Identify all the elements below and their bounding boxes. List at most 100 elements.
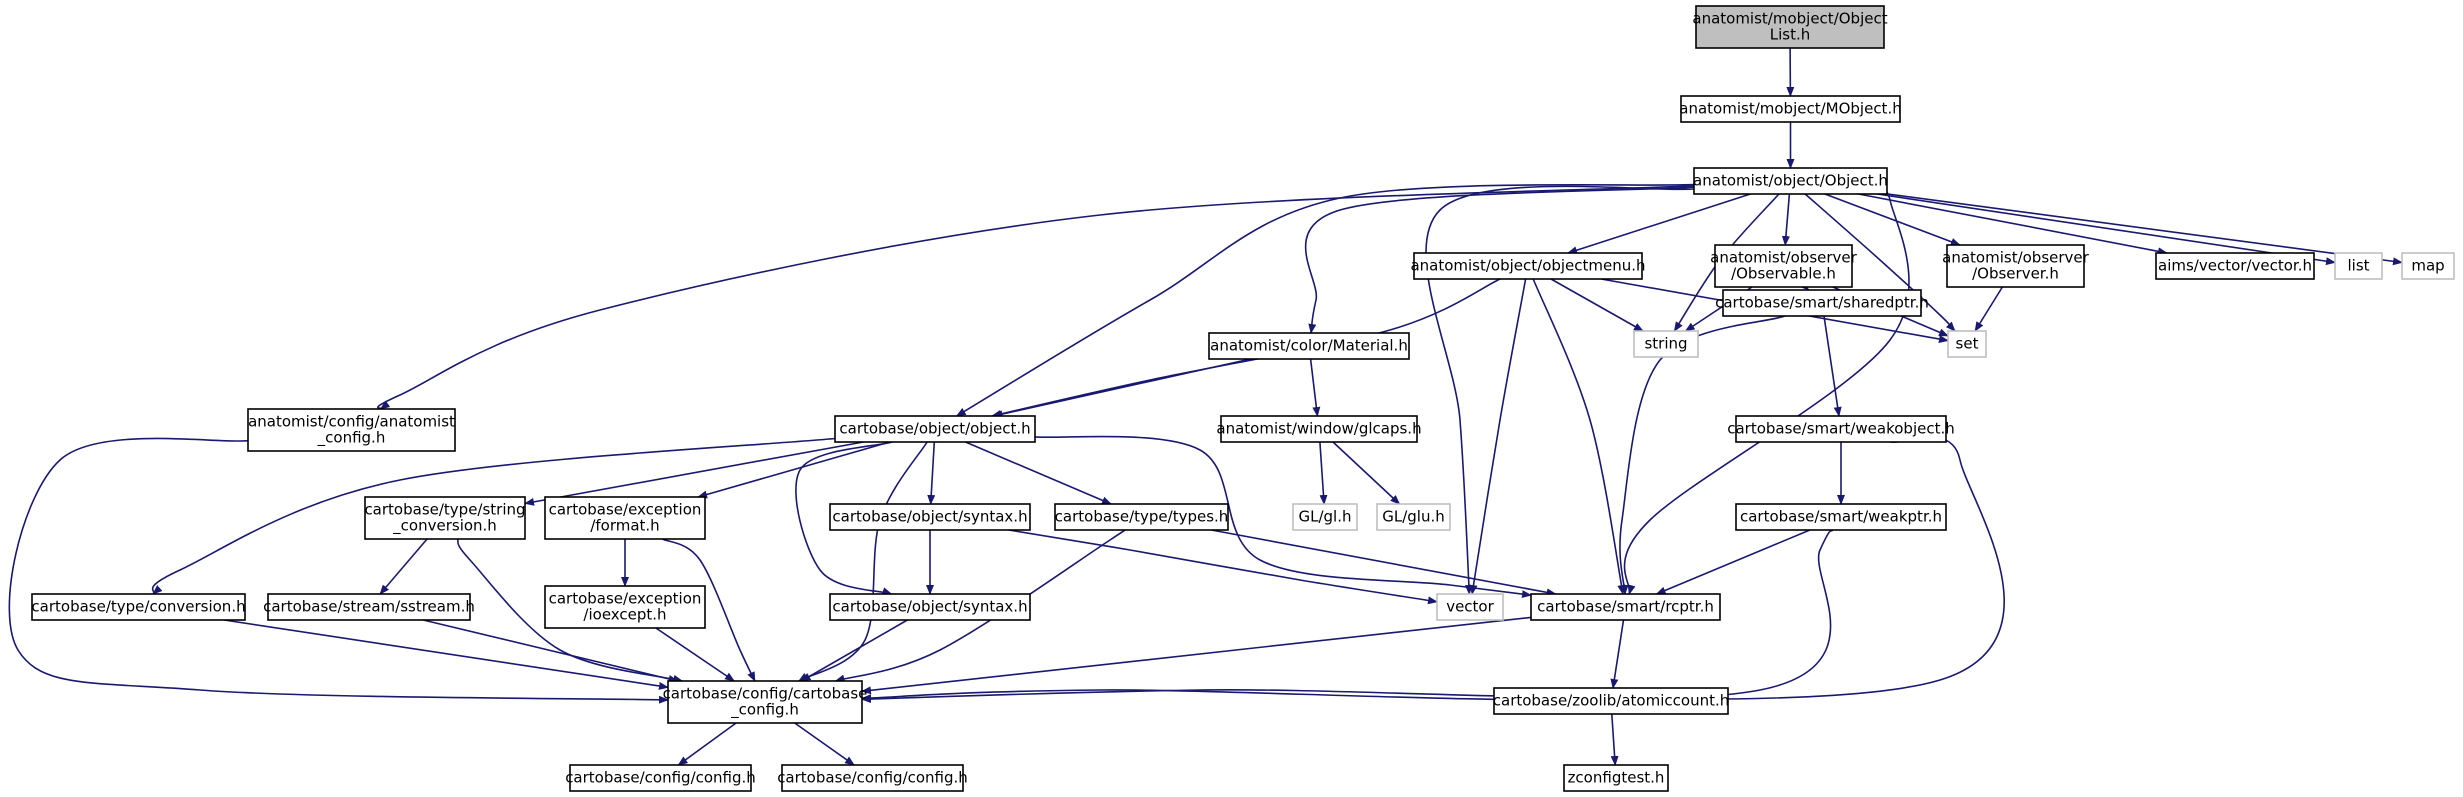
node-label: /Observable.h [1731,265,1836,283]
edge-stringconv-to-sstream [379,538,428,595]
node-box [544,496,706,540]
edge-atomic-to-zconfig [1610,713,1619,766]
node-box [1735,415,1947,443]
node-ioexcept[interactable]: cartobase/exception/ioexcept.h [544,585,706,629]
node-box [1735,503,1947,531]
node-label: aims/vector/vector.h [2158,257,2312,275]
node-mobject[interactable]: anatomist/mobject/MObject.h [1679,95,1902,123]
node-box [1680,95,1901,123]
node-box [2334,252,2383,280]
node-box [1947,330,1987,358]
edge-object-to-objmenu [1567,193,1751,255]
node-box [1530,593,1721,621]
node-box [267,593,471,621]
node-box [1220,415,1418,443]
node-zconfig[interactable]: zconfigtest.h [1563,764,1669,792]
node-label: anatomist/object/Object.h [1693,172,1888,190]
node-box [364,496,526,540]
node-label: /format.h [590,517,659,535]
node-box [247,408,456,452]
node-label: _config.h [317,429,386,448]
edge-cbobject-to-syntax2 [795,441,893,595]
edge-objmenu-to-vector [1469,278,1527,595]
edge-cbobject-to-types [965,441,1112,505]
node-label: anatomist/observer [1710,249,1857,267]
edge-glcaps-to-gluh [1332,441,1401,505]
node-label: anatomist/object/objectmenu.h [1410,257,1645,275]
edge-object-to-material [1304,186,1695,334]
node-config1[interactable]: cartobase/config/config.h [565,764,756,792]
node-label: string [1644,335,1687,353]
node-box [31,593,246,621]
node-label: cartobase/smart/weakptr.h [1740,508,1942,526]
node-label: List.h [1770,26,1811,44]
node-config2[interactable]: cartobase/config/config.h [777,764,968,792]
node-map: map [2401,252,2455,280]
node-label: cartobase/exception [549,590,702,608]
node-sstream[interactable]: cartobase/stream/sstream.h [263,593,475,621]
edge-objmenu-to-string [1550,278,1644,332]
node-box [1054,503,1229,531]
node-box [544,585,706,629]
node-set: set [1947,330,1987,358]
node-label: cartobase/config/config.h [565,769,756,787]
edge-rcptr-to-cbconfig [861,616,1532,695]
node-label: anatomist/mobject/Object [1692,10,1887,28]
node-aimsvec[interactable]: aims/vector/vector.h [2155,252,2315,280]
node-weakptr[interactable]: cartobase/smart/weakptr.h [1735,503,1947,531]
node-box [834,415,1036,443]
node-syntax2[interactable]: cartobase/object/syntax.h [829,593,1031,621]
node-glh: GL/gl.h [1292,503,1358,531]
node-syntax1[interactable]: cartobase/object/syntax.h [829,503,1031,531]
edge-format-to-cbconfig [662,538,756,682]
node-stringconv[interactable]: cartobase/type/string_conversion.h [364,496,526,540]
node-label: GL/glu.h [1382,508,1445,526]
node-label: anatomist/window/glcaps.h [1216,420,1421,438]
edge-observer-to-set [1974,286,2004,332]
node-rcptr[interactable]: cartobase/smart/rcptr.h [1530,593,1721,621]
node-label: cartobase/zoolib/atomiccount.h [1493,692,1729,710]
edge-syntax1-to-vector [1008,529,1438,605]
node-box [1714,244,1853,288]
node-box [1693,167,1888,195]
node-label: _conversion.h [392,517,497,536]
node-box [667,680,863,724]
node-label: cartobase/type/conversion.h [31,598,245,616]
node-observer[interactable]: anatomist/observer/Observer.h [1942,244,2090,288]
node-cbobject[interactable]: cartobase/object/object.h [834,415,1036,443]
node-glcaps[interactable]: anatomist/window/glcaps.h [1216,415,1422,443]
node-label: anatomist/observer [1942,249,2089,267]
node-box [2155,252,2315,280]
node-conversion[interactable]: cartobase/type/conversion.h [31,593,246,621]
node-label: cartobase/type/string [364,501,525,519]
node-object[interactable]: anatomist/object/Object.h [1693,167,1888,195]
edge-conversion-to-cbconfig [224,619,669,690]
node-types[interactable]: cartobase/type/types.h [1054,503,1229,531]
edges-layer [8,47,2403,766]
node-objmenu[interactable]: anatomist/object/objectmenu.h [1410,252,1646,280]
node-label: cartobase/smart/sharedptr.h [1715,294,1929,312]
node-material[interactable]: anatomist/color/Material.h [1208,332,1410,360]
node-string: string [1633,330,1699,358]
node-box [1208,332,1410,360]
node-label: zconfigtest.h [1568,769,1665,787]
node-list: list [2334,252,2383,280]
node-label: cartobase/type/types.h [1055,508,1229,526]
node-box [1722,289,1922,317]
node-cbconfig[interactable]: cartobase/config/cartobase_config.h [663,680,868,724]
node-format[interactable]: cartobase/exception/format.h [544,496,706,540]
node-label: cartobase/object/syntax.h [832,598,1027,616]
edge-cbobject-to-rcptr [1034,435,1532,599]
node-observable[interactable]: anatomist/observer/Observable.h [1710,244,1858,288]
node-label: vector [1446,598,1494,616]
node-anaconfig[interactable]: anatomist/config/anatomist_config.h [247,408,456,452]
node-label: _config.h [730,701,799,720]
edge-cbobject-to-format [697,441,890,499]
edge-stringconv-to-cbconfig [456,538,684,683]
node-weakobject[interactable]: cartobase/smart/weakobject.h [1727,415,1955,443]
node-atomic[interactable]: cartobase/zoolib/atomiccount.h [1493,687,1729,715]
node-label: cartobase/object/syntax.h [832,508,1027,526]
edge-anaconfig-to-cbconfig [8,437,669,704]
node-sharedptr[interactable]: cartobase/smart/sharedptr.h [1715,289,1929,317]
